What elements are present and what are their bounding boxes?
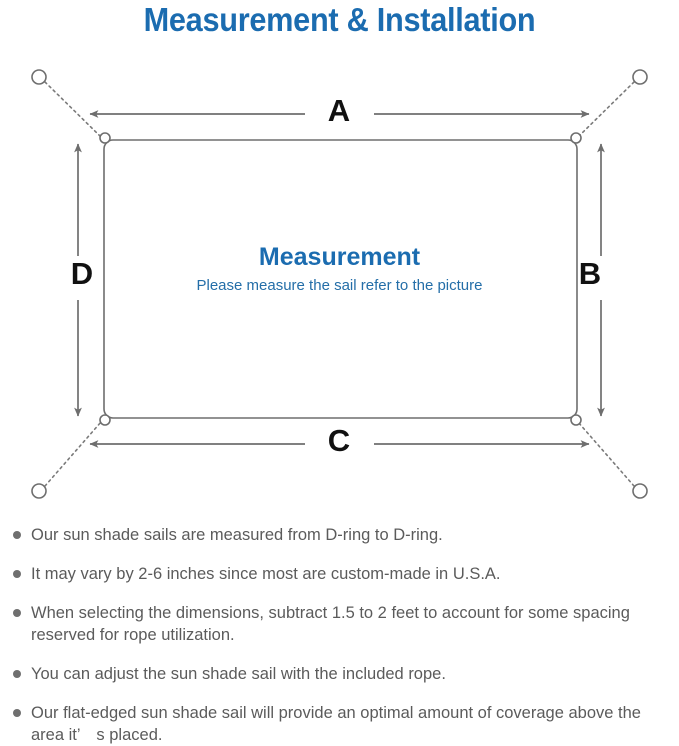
d-ring-circle-top-left — [99, 132, 111, 144]
bullet-icon — [13, 531, 21, 539]
diagram-center-subtext: Please measure the sail refer to the pic… — [196, 277, 483, 294]
list-item: Our flat-edged sun shade sail will provi… — [0, 702, 679, 746]
d-ring-circle-top-right — [570, 132, 582, 144]
bullet-icon — [13, 670, 21, 678]
bullet-icon — [13, 570, 21, 578]
diagram-canvas — [31, 69, 648, 499]
d-ring-circle-bottom-right — [570, 414, 582, 426]
diagram-center-heading: Measurement — [258, 243, 421, 271]
list-item: It may vary by 2-6 inches since most are… — [0, 563, 679, 585]
anchor-point-circle-top-left — [31, 69, 47, 85]
list-item: You can adjust the sun shade sail with t… — [0, 663, 679, 685]
note-text: When selecting the dimensions, subtract … — [31, 604, 630, 644]
page-title: Measurement & Installation — [143, 1, 536, 38]
d-ring-circle-bottom-left — [99, 414, 111, 426]
sail-rectangle — [103, 139, 578, 419]
rope-top-left — [44, 81, 102, 138]
anchor-point-circle-top-right — [632, 69, 648, 85]
bullet-icon — [13, 609, 21, 617]
rope-lines — [44, 81, 635, 487]
rope-bottom-right — [577, 421, 635, 487]
dimension-label-c: C — [327, 423, 351, 458]
notes-list: Our sun shade sails are measured from D-… — [0, 524, 679, 746]
dimension-arrows — [74, 110, 605, 448]
dimension-label-a: A — [327, 93, 351, 128]
note-text: Our flat-edged sun shade sail will provi… — [31, 704, 641, 744]
anchor-point-circle-bottom-left — [31, 483, 47, 499]
list-item: Our sun shade sails are measured from D-… — [0, 524, 679, 546]
list-item: When selecting the dimensions, subtract … — [0, 602, 679, 646]
note-text: It may vary by 2-6 inches since most are… — [31, 565, 501, 583]
measurement-diagram: A B C D Measurement Please measure the s… — [0, 48, 679, 518]
dimension-label-b: B — [578, 256, 602, 291]
dimension-label-d: D — [70, 256, 94, 291]
bullet-icon — [13, 709, 21, 717]
anchor-points — [31, 69, 648, 499]
rope-top-right — [577, 81, 635, 138]
rope-bottom-left — [44, 421, 102, 487]
anchor-point-circle-bottom-right — [632, 483, 648, 499]
note-text: You can adjust the sun shade sail with t… — [31, 665, 446, 683]
note-text: Our sun shade sails are measured from D-… — [31, 526, 443, 544]
d-rings — [99, 132, 582, 426]
